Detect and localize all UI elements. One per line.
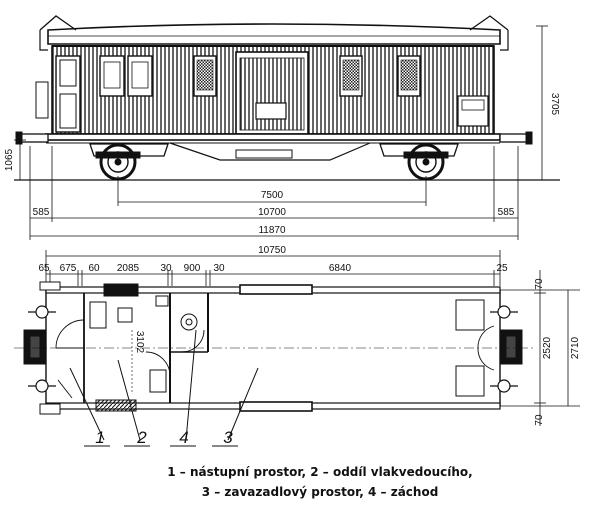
side-view [14, 15, 560, 181]
roof-end-right [469, 15, 509, 31]
dim-interior-width: 2520 [542, 336, 553, 359]
dim-segment: 675 [60, 263, 77, 274]
plan-view-dimensions [45, 250, 501, 286]
legend-caption: 1 – nástupní prostor, 2 – oddíl vlakvedo… [100, 462, 540, 502]
dim-height-total: 3705 [549, 93, 560, 116]
dim-segment: 60 [88, 263, 100, 274]
buffer-left [19, 133, 49, 143]
legend-line-2: 3 – zavazadlový prostor, 4 – záchod [201, 485, 439, 499]
callout-guard-compartment: 2 [136, 428, 147, 447]
dim-frame-length: 10750 [258, 245, 286, 256]
callout-toilet: 4 [179, 428, 188, 447]
callout-leaders [69, 329, 259, 447]
dim-partition-length: 3102 [134, 331, 145, 354]
dim-outer-width: 2710 [570, 336, 581, 359]
truss-rod [169, 142, 371, 161]
plan-view [14, 281, 534, 415]
dim-length-over-buffers: 11870 [258, 225, 286, 236]
roof-end-left [39, 15, 77, 31]
plan-door-top [239, 284, 313, 295]
roof [47, 23, 501, 45]
dim-overhang-right: 585 [498, 207, 515, 218]
side-dimensions [14, 25, 548, 240]
plan-door-bottom [239, 401, 313, 412]
dim-overhang-left: 585 [33, 207, 50, 218]
dim-segment: 2085 [117, 263, 140, 274]
dim-segment: 30 [213, 263, 225, 274]
legend-line-1: 1 – nástupní prostor, 2 – oddíl vlakvedo… [167, 465, 473, 479]
bogie-right [379, 143, 459, 181]
dim-segment: 6840 [329, 263, 352, 274]
buffer-right [499, 133, 529, 143]
dim-segment: 900 [184, 263, 201, 274]
solebar [45, 133, 501, 141]
plan-width-dimensions [500, 270, 580, 426]
dim-segment: 25 [496, 263, 508, 274]
callout-luggage-space: 3 [223, 428, 233, 447]
callout-entry-space: 1 [95, 428, 104, 447]
dim-bogie-pitch: 7500 [261, 190, 284, 201]
dim-floor-height: 1065 [4, 148, 15, 171]
bogie-left [89, 143, 169, 181]
door-label-plate [255, 102, 287, 120]
dim-side-margin-top: 70 [534, 278, 545, 290]
dim-body-length: 10700 [258, 207, 286, 218]
dim-segment: 30 [160, 263, 172, 274]
dim-segment: 65 [38, 263, 50, 274]
dim-side-margin-bottom: 70 [534, 414, 545, 426]
